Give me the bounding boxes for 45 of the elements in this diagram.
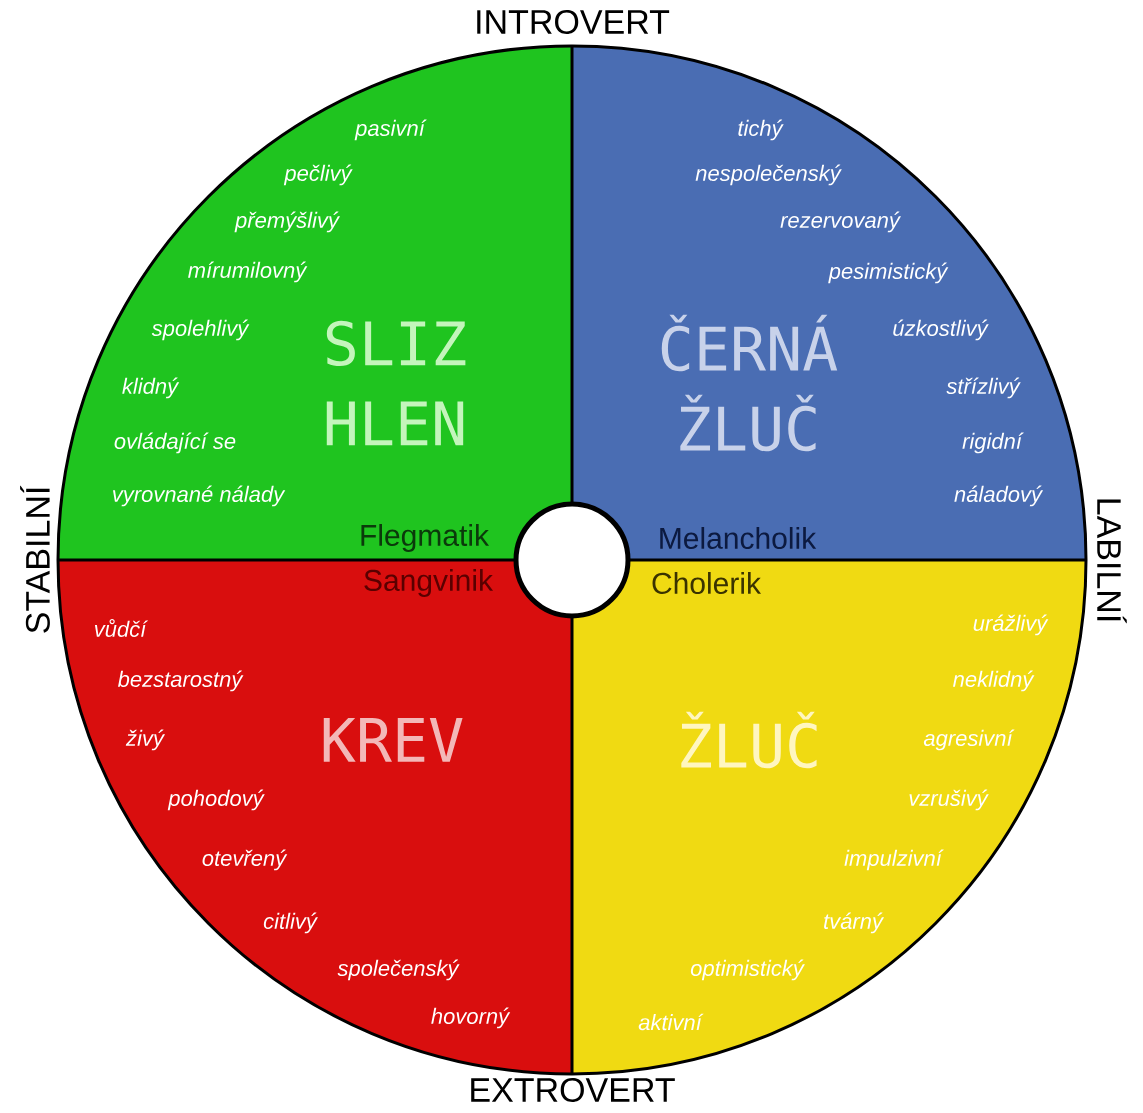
temperament-name: Melancholik xyxy=(660,526,817,549)
trait-word: pesimistický xyxy=(828,262,949,284)
trait-word: hovorný xyxy=(431,1007,511,1029)
trait-word: tvárný xyxy=(824,912,885,934)
trait-word: agresivní xyxy=(923,729,1015,751)
trait-word: rezervovaný xyxy=(780,211,901,233)
temperament-name: Cholerik xyxy=(652,571,762,594)
trait-word: citlivý xyxy=(263,912,318,934)
trait-word: nespolečenský xyxy=(695,164,842,186)
temperament-name: Sangvinik xyxy=(364,569,494,597)
trait-word: tichý xyxy=(738,119,784,141)
trait-word: přemýšlivý xyxy=(234,211,341,233)
trait-word: střízlivý xyxy=(946,377,1021,399)
humor-name: ČERNÁ ŽLUČ xyxy=(661,314,838,452)
trait-word: klidný xyxy=(122,377,180,399)
trait-word: vzrušivý xyxy=(909,789,989,811)
trait-word: spolehlivý xyxy=(151,319,250,341)
humor-name: SLIZ HLEN xyxy=(326,320,466,446)
trait-word: vyrovnané nálady xyxy=(113,485,286,507)
trait-word: vůdčí xyxy=(94,619,149,637)
trait-word: neklidný xyxy=(953,670,1035,692)
humor-name: ŽLUČ xyxy=(681,711,817,769)
trait-word: pasivní xyxy=(354,119,427,141)
trait-word: bezstarostný xyxy=(117,670,244,692)
trait-word: urážlivý xyxy=(973,614,1049,636)
trait-word: otevřený xyxy=(202,849,288,871)
trait-word: optimistický xyxy=(690,959,805,981)
center-circle xyxy=(513,501,631,619)
trait-word: úzkostlivý xyxy=(893,319,989,341)
trait-word: aktivní xyxy=(638,1013,704,1031)
trait-word: společenský xyxy=(337,959,460,981)
trait-word: živý xyxy=(125,729,166,751)
humor-name: KREV xyxy=(323,718,463,762)
axis-label: LABILNÍ xyxy=(1097,499,1127,624)
temperament-name: Flegmatik xyxy=(361,524,490,552)
trait-word: mírumilovný xyxy=(188,261,308,283)
trait-word: ovládající se xyxy=(114,432,236,454)
trait-word: náladový xyxy=(954,485,1044,507)
axis-label: STABILNÍ xyxy=(20,485,50,633)
trait-word: rigidní xyxy=(962,432,1024,454)
axis-label: EXTROVERT xyxy=(471,1077,675,1102)
axis-label: INTROVERT xyxy=(477,9,670,34)
trait-word: impulzivní xyxy=(844,849,944,871)
trait-word: pečlivý xyxy=(283,164,353,186)
trait-word: pohodový xyxy=(167,789,265,811)
